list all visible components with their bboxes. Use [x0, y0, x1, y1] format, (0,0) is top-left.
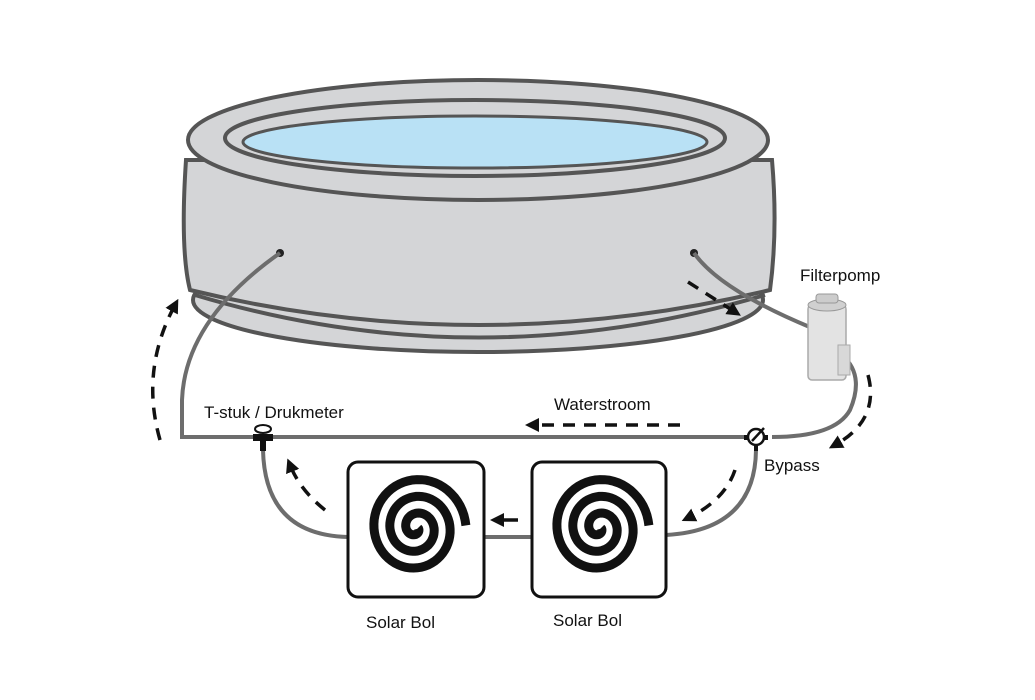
pool-body	[181, 158, 777, 327]
pool-bottom-edge	[194, 293, 766, 340]
flow-arrow-to-pump	[687, 280, 741, 316]
spiral-icon	[369, 475, 471, 573]
return-hose	[180, 251, 282, 439]
solar-1-label: Solar Bol	[366, 613, 435, 632]
bypass-to-solar-hose	[665, 449, 758, 537]
pump-to-bypass-hose	[771, 353, 858, 439]
solar-collector-2	[530, 460, 668, 599]
filter-pump-label: Filterpomp	[800, 266, 880, 285]
spiral-stroke	[369, 475, 471, 573]
filter-pump	[807, 293, 851, 381]
solar-to-t-hose	[261, 449, 349, 539]
flow-arrows	[151, 280, 873, 527]
pool-water	[241, 114, 709, 170]
hoses	[180, 251, 858, 539]
flow-arrow-to-t	[286, 458, 327, 512]
pool	[181, 78, 777, 354]
flow-arrow-to-solar	[681, 469, 737, 522]
spiral-stroke	[552, 475, 654, 573]
solar-collector-1	[346, 460, 486, 599]
flow-arrow-pump-out	[828, 374, 873, 449]
t-piece	[253, 424, 273, 451]
bypass-valve	[744, 427, 768, 451]
flow-arrow-into-pool	[151, 298, 179, 441]
suction-hose	[692, 251, 813, 330]
solar-2-label: Solar Bol	[553, 611, 622, 630]
water-flow-label: Waterstroom	[554, 395, 651, 414]
spiral-icon	[552, 475, 654, 573]
bypass-label: Bypass	[764, 456, 820, 475]
t-piece-label: T-stuk / Drukmeter	[204, 403, 344, 422]
